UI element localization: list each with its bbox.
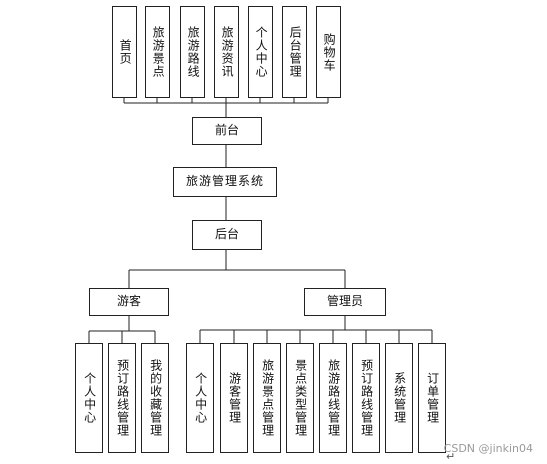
tourist-item-personal-center: 个人中心 bbox=[75, 343, 103, 453]
admin-item-tourist-management: 游客管理 bbox=[220, 343, 248, 453]
admin-item-spot-type-management: 景点类型管理 bbox=[286, 343, 314, 453]
admin-item-route-management: 旅游路线管理 bbox=[319, 343, 347, 453]
tourist-item-booking-routes: 预订路线管理 bbox=[108, 343, 136, 453]
admin-item-personal-center: 个人中心 bbox=[186, 343, 214, 453]
tourist-node: 游客 bbox=[89, 288, 169, 316]
admin-item-system-management: 系统管理 bbox=[385, 343, 413, 453]
frontend-item-travel-routes: 旅游路线 bbox=[180, 6, 205, 98]
frontend-item-shopping-cart: 购物车 bbox=[316, 6, 341, 98]
frontend-item-travel-news: 旅游资讯 bbox=[214, 6, 239, 98]
admin-node: 管理员 bbox=[304, 288, 386, 316]
frontend-node: 前台 bbox=[192, 117, 262, 145]
system-node: 旅游管理系统 bbox=[173, 167, 277, 197]
frontend-item-personal-center: 个人中心 bbox=[248, 6, 273, 98]
admin-item-booking-management: 预订路线管理 bbox=[352, 343, 380, 453]
admin-item-order-management: 订单管理 bbox=[418, 343, 446, 453]
admin-item-scenic-spot-management: 旅游景点管理 bbox=[253, 343, 281, 453]
tourist-item-my-favorites: 我的收藏管理 bbox=[141, 343, 169, 453]
return-arrow-icon: ↵ bbox=[446, 450, 456, 463]
frontend-item-scenic-spots: 旅游景点 bbox=[145, 6, 170, 98]
backend-node: 后台 bbox=[192, 220, 262, 250]
watermark: CSDN @jinkin04 bbox=[443, 442, 533, 455]
frontend-item-backend-admin: 后台管理 bbox=[282, 6, 307, 98]
frontend-item-home: 首页 bbox=[112, 6, 137, 98]
